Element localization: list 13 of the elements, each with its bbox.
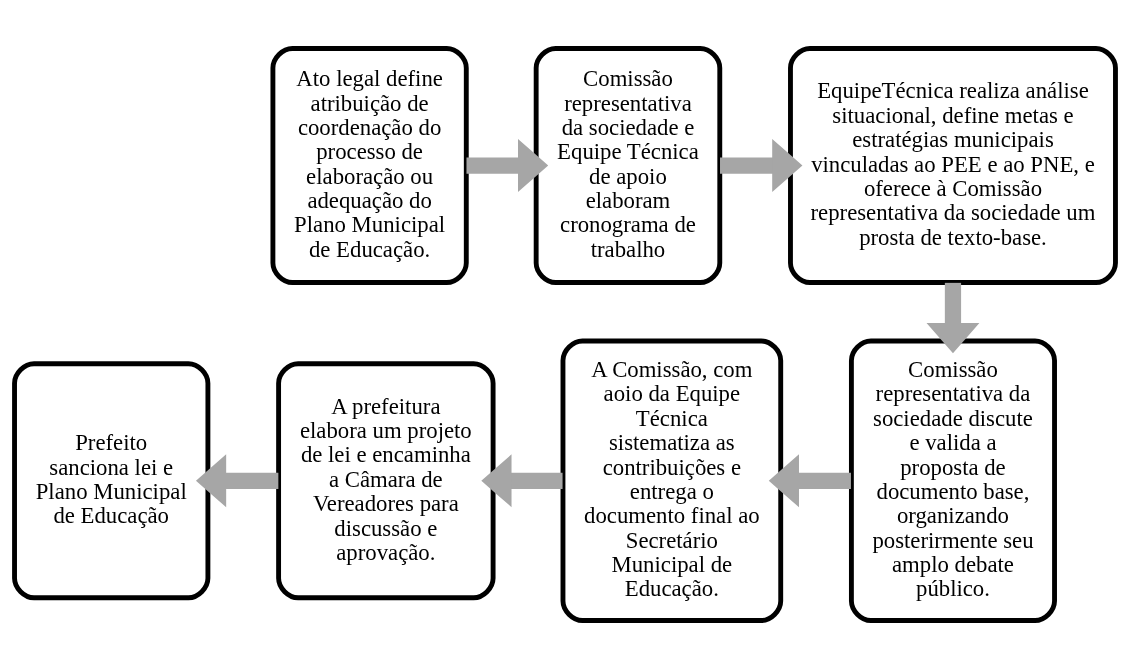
node-box: A Comissão, com aoio da Equipe Técnica sistematiza as contribuições e entrega o documento final ao Secretário Municipal de Educação. [560,338,784,623]
arrow [466,139,549,192]
node-box: Comissão representativa da sociedade discute e valida a proposta de documento base, organizando posterirmente seu amplo debate público. [848,338,1057,623]
node-box: EquipeTécnica realiza análise situacional, define metas e estratégias municipais vinculadas ao PEE e ao PNE, e oferece à Comissão representativa da sociedade um prosta de texto-base. [788,46,1118,285]
arrow [195,454,279,508]
node-box: A prefeitura elabora um projeto de lei e encaminha a Câmara de Vereadores para discussão e aprovação. [276,361,496,601]
arrow [926,282,980,354]
node-box: Comissão representativa da sociedade e Equipe Técnica de apoio elaboram cronograma de trabalho [533,46,723,285]
node-box: Prefeito sanciona lei e Plano Municipal de Educação [12,361,211,601]
arrow [720,139,803,192]
arrow [481,454,563,508]
node-box: Ato legal define atribuição de coordenação do processo de elaboração ou adequação do Plano Municipal de Educação. [270,46,469,285]
arrow [768,454,851,508]
